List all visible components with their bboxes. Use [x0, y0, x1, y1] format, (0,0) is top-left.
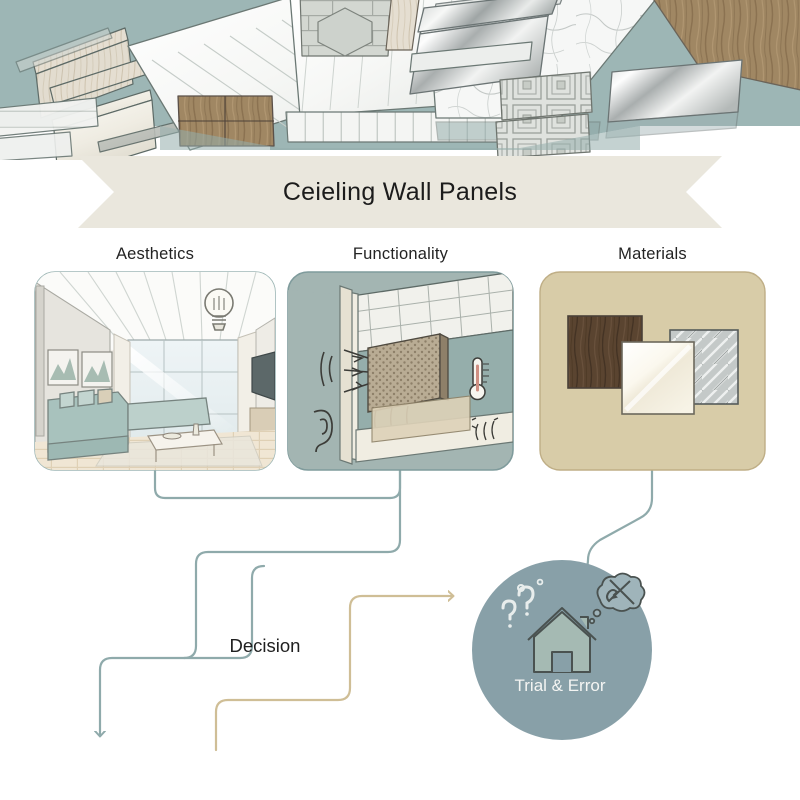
card-functionality[interactable] [287, 271, 514, 471]
page-title: Ceieling Wall Panels [282, 178, 518, 206]
title-banner [78, 156, 722, 228]
thermometer-icon [469, 357, 489, 401]
category-label-materials: Materials [618, 245, 687, 263]
card-aesthetics[interactable] [34, 271, 276, 471]
connector-line-tan [214, 596, 452, 752]
ceiling-panel-display [0, 0, 800, 160]
category-label-functionality: Functionality [352, 245, 449, 263]
card-materials[interactable] [539, 271, 766, 471]
house-icon [527, 607, 597, 673]
trial-and-error-node[interactable] [472, 560, 652, 740]
question-mark-icon [501, 585, 535, 628]
decision-label: Decision [229, 635, 301, 656]
trial-and-error-label: Trial & Error [514, 676, 606, 695]
sound-wave-icon [320, 349, 369, 393]
ear-icon [313, 409, 333, 453]
lightbulb-icon [204, 288, 234, 331]
ventilation-icon [471, 417, 499, 441]
thought-bubble-tools-icon [588, 572, 646, 625]
category-label-aesthetics: Aesthetics [115, 245, 195, 263]
